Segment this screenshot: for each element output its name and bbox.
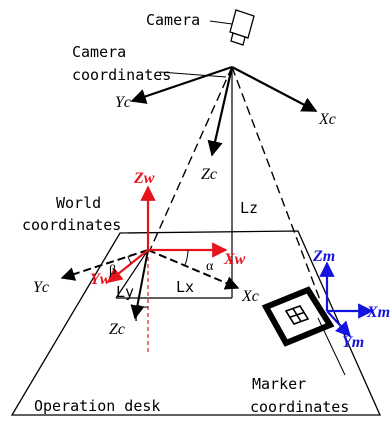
world-axes bbox=[106, 185, 228, 283]
world-yc-label: Yc bbox=[33, 279, 49, 296]
marker-xm-label: Xm bbox=[366, 304, 390, 321]
world-yw-label: Yw bbox=[90, 271, 111, 288]
gamma-label: γ bbox=[132, 307, 139, 322]
marker-coords-label-line2: coordinates bbox=[250, 398, 349, 416]
camera-xc-label: Xc bbox=[318, 111, 336, 128]
marker-ym-label: Ym bbox=[342, 334, 364, 351]
world-coords-label-line1: World bbox=[56, 194, 101, 212]
camera-yc-axis bbox=[130, 65, 233, 104]
alpha-label: α bbox=[206, 259, 214, 274]
camera-axes bbox=[130, 65, 318, 157]
camera-view-lines bbox=[149, 66, 321, 301]
camera-yc-label: Yc bbox=[115, 94, 131, 111]
camera-coords-label-line2: coordinates bbox=[72, 66, 171, 84]
marker-coords-label-line1: Marker bbox=[252, 375, 306, 393]
world-zc-label: Zc bbox=[109, 321, 125, 338]
world-coords-label-line2: coordinates bbox=[22, 216, 121, 234]
camera-label: Camera bbox=[146, 11, 200, 29]
world-zc-axis bbox=[130, 249, 149, 320]
marker-ym-axis bbox=[326, 310, 352, 338]
camera-coords-label-line1: Camera bbox=[72, 43, 126, 61]
marker-board bbox=[261, 286, 335, 347]
camera-label-leader bbox=[209, 20, 233, 25]
gamma-arc bbox=[136, 304, 149, 308]
lz-label: Lz bbox=[240, 199, 258, 217]
ly-label: Ly bbox=[116, 283, 134, 301]
world-xc-axis bbox=[147, 249, 240, 290]
beta-label: β bbox=[109, 263, 116, 278]
camera-zc-axis bbox=[207, 66, 234, 157]
world-zw-label: Zw bbox=[133, 170, 155, 187]
marker-zm-label: Zm bbox=[312, 248, 335, 265]
marker-axes bbox=[319, 261, 374, 338]
operation-desk bbox=[10, 230, 382, 416]
beta-arc bbox=[127, 255, 132, 264]
world-camera-direction-axes bbox=[60, 249, 240, 320]
marker-coords-leader bbox=[317, 317, 346, 376]
camera-xc-axis bbox=[231, 66, 318, 112]
camera-zc-label: Zc bbox=[201, 166, 217, 183]
angle-arcs bbox=[127, 249, 189, 308]
world-xw-label: Xw bbox=[223, 251, 246, 268]
world-xc-label: Xc bbox=[241, 288, 259, 305]
world-yw-axis bbox=[106, 249, 149, 283]
lx-label: Lx bbox=[176, 278, 194, 296]
alpha-arc bbox=[184, 249, 189, 266]
ly-line bbox=[115, 249, 149, 299]
world-yc-axis bbox=[60, 249, 149, 281]
operation-desk-label: Operation desk bbox=[34, 397, 160, 415]
camera-icon bbox=[229, 9, 255, 46]
camera-coords-leader bbox=[159, 71, 227, 78]
